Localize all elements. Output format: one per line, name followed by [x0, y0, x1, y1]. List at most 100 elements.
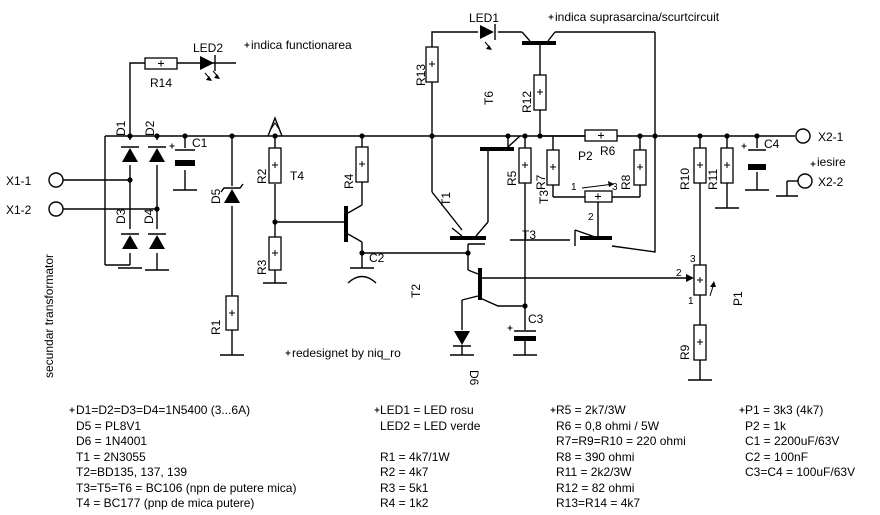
label-r8: R8 — [619, 174, 633, 190]
label-p1: P1 — [731, 291, 745, 306]
transistor-t4 — [344, 204, 363, 243]
label-led2: LED2 — [193, 41, 223, 55]
bom-line: R3 = 5k1 — [380, 480, 429, 495]
bom-column-4: P1 = 3k3 (4k7) P2 = 1k C1 = 2200uF/63V C… — [745, 403, 855, 481]
transistor-t1 — [450, 221, 489, 240]
led-led1 — [480, 24, 496, 50]
label-x1-2: X1-2 — [6, 203, 32, 217]
label-c1: C1 — [192, 136, 208, 150]
resistor-r3 — [268, 236, 282, 271]
bom-line — [380, 434, 480, 450]
capacitor-c2 — [347, 267, 377, 284]
diode-d6 — [453, 331, 471, 347]
transistor-t-mid — [480, 135, 521, 151]
label-r1: R1 — [209, 319, 223, 335]
potentiometer-p1 — [686, 264, 716, 297]
label-d6: D6 — [467, 370, 481, 386]
bom-column-2: LED1 = LED rosu LED2 = LED verde R1 = 4k… — [380, 403, 480, 512]
resistor-r14 — [144, 57, 178, 70]
terminal-x1-2 — [48, 201, 64, 217]
note-transformer: secundar transformator — [42, 254, 56, 378]
label-x1-1: X1-1 — [6, 174, 32, 188]
diode-d3 — [121, 233, 139, 249]
note-led1: indica suprasarcina/scurtcircuit — [555, 10, 720, 24]
bom-line: C1 = 2200uF/63V — [745, 434, 840, 448]
terminal-x2-2 — [797, 173, 813, 189]
label-r6: R6 — [600, 144, 616, 158]
label-r3: R3 — [255, 259, 269, 275]
pin-labels: 1 3 2 2 3 1 — [571, 182, 696, 307]
note-credit: redesignet by niq_ro — [292, 346, 401, 360]
label-led1: LED1 — [469, 11, 499, 25]
pin-p1-3: 3 — [690, 254, 696, 265]
resistor-r1 — [225, 295, 239, 331]
label-x2-1: X2-1 — [818, 130, 844, 144]
terminal-x1-1 — [48, 172, 64, 188]
resistor-r10 — [693, 147, 707, 184]
bom-line: C3=C4 = 100uF/63V — [745, 465, 856, 479]
note-output: iesire — [817, 155, 846, 169]
led-led2 — [200, 55, 220, 81]
label-t1: T1 — [439, 192, 453, 206]
bom-column-1: D1=D2=D3=D4=1N5400 (3...6A) D5 = PL8V1 D… — [76, 403, 296, 512]
label-d5: D5 — [209, 188, 223, 204]
label-c4: C4 — [764, 137, 780, 151]
pin-p2-1: 1 — [571, 182, 577, 193]
label-d2: D2 — [143, 120, 157, 136]
resistor-r5 — [518, 147, 532, 184]
terminal-x2-1 — [795, 128, 811, 144]
bom-line: P2 = 1k — [745, 418, 787, 433]
transistor-t6 — [521, 31, 556, 45]
label-d1: D1 — [114, 120, 128, 136]
bom-line: R13=R14 = 4k7 — [556, 496, 641, 510]
diode-d1 — [121, 146, 139, 162]
wiring — [62, 31, 800, 380]
label-d3: D3 — [114, 208, 128, 224]
label-c3: C3 — [528, 312, 544, 326]
bom-line: R8 = 390 ohmi — [556, 449, 635, 464]
label-d4: D4 — [142, 208, 156, 224]
diode-d2 — [148, 146, 166, 162]
capacitor-c1 — [169, 143, 195, 166]
bom-line: R4 = 1k2 — [380, 496, 429, 510]
pin-p2-3: 3 — [612, 182, 618, 193]
label-r12: R12 — [520, 91, 534, 113]
bom-line: LED2 = LED verde — [380, 418, 481, 433]
bom-line: R7=R9=R10 = 220 ohmi — [556, 434, 686, 448]
note-led2: indica functionarea — [251, 38, 352, 52]
transistor-t3 — [580, 236, 612, 240]
component-labels: LED2 R14 LED1 D1 D2 C1 D3 D4 D5 R1 R2 R3… — [114, 11, 780, 386]
bom-line: D5 = PL8V1 — [76, 418, 142, 433]
label-r13: R13 — [414, 64, 428, 86]
bom-line: R11 = 2k2/3W — [556, 465, 632, 479]
label-r10: R10 — [678, 168, 692, 190]
label-r11: R11 — [706, 169, 720, 190]
label-r4: R4 — [342, 173, 356, 189]
label-x2-2: X2-2 — [818, 175, 844, 189]
potentiometer-p2 — [581, 181, 615, 203]
bom-line: T1 = 2N3055 — [76, 449, 146, 464]
resistor-r13 — [425, 46, 439, 83]
resistor-r11 — [720, 147, 734, 184]
pin-p1-2: 2 — [676, 268, 682, 279]
label-t6: T6 — [482, 91, 496, 105]
bom-line: R2 = 4k7 — [380, 465, 429, 479]
bom-line: R6 = 0,8 ohmi / 5W — [556, 418, 660, 433]
bom-line: R1 = 4k7/1W — [380, 449, 450, 464]
resistor-r7 — [546, 149, 560, 186]
bom-line: T4 = BC177 (pnp de mica putere) — [76, 496, 255, 510]
label-t4: T4 — [290, 169, 304, 183]
label-r7: R7 — [534, 174, 548, 190]
ground-symbols — [118, 189, 798, 381]
resistor-r4 — [355, 146, 369, 183]
label-t2: T2 — [409, 284, 423, 298]
terminal-labels: X1-1 X1-2 X2-1 X2-2 — [6, 130, 844, 217]
pin-p2-2: 2 — [588, 212, 594, 223]
resistor-r8 — [633, 149, 647, 186]
bom-line: C2 = 100nF — [745, 449, 809, 464]
diode-d4 — [148, 233, 166, 249]
test-point-arrow — [267, 116, 283, 137]
label-r9: R9 — [678, 344, 692, 360]
bom-line: D6 = 1N4001 — [76, 434, 148, 448]
